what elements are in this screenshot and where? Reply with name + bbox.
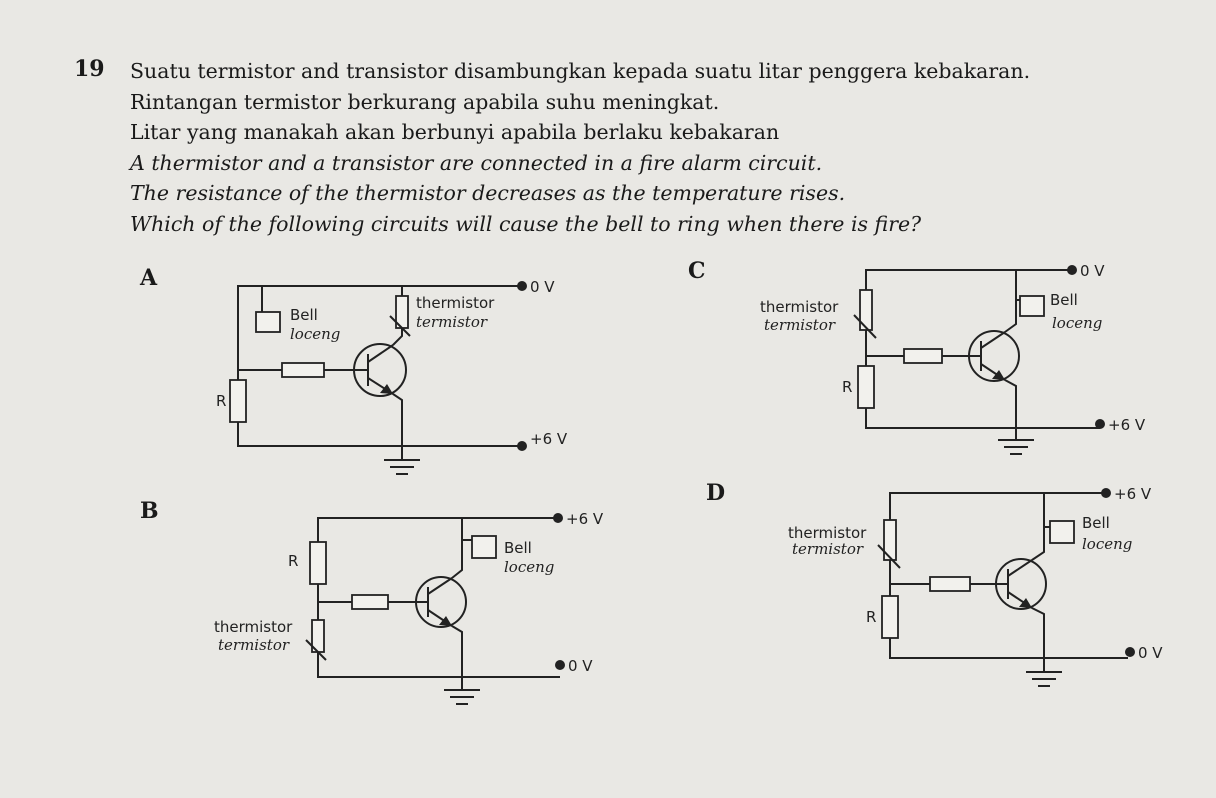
option-c-letter[interactable]: C <box>688 258 706 284</box>
circuit-c[interactable]: thermistor termistor R Bell loceng 0 V +… <box>760 262 1146 455</box>
resistor-r-icon <box>881 595 899 639</box>
terminal-dot <box>553 513 563 523</box>
option-a-letter[interactable]: A <box>140 265 158 291</box>
question-line-english-1: A thermistor and a transistor are connec… <box>130 150 823 175</box>
resistor-label: R <box>842 378 852 396</box>
bell-label-malay: loceng <box>290 325 340 343</box>
terminal-dot <box>517 441 527 451</box>
thermistor-label-malay: termistor <box>764 316 836 334</box>
ground-icon <box>998 439 1034 455</box>
thermistor-label-malay: termistor <box>416 313 488 331</box>
bell-label: Bell <box>1082 514 1110 532</box>
voltage-top-label: +6 V <box>566 510 604 528</box>
thermistor-label: thermistor <box>416 294 495 312</box>
question-line-english-3: Which of the following circuits will cau… <box>130 211 922 236</box>
voltage-bottom-label: +6 V <box>530 430 568 448</box>
bell-label-malay: loceng <box>1052 314 1102 332</box>
thermistor-icon <box>859 289 873 331</box>
voltage-top-label: 0 V <box>530 278 555 296</box>
terminal-dot <box>1095 419 1105 429</box>
voltage-bottom-label: 0 V <box>568 657 593 675</box>
ground-icon <box>444 689 480 705</box>
thermistor-label-malay: termistor <box>792 540 864 558</box>
bell-label-malay: loceng <box>504 558 554 576</box>
voltage-top-label: 0 V <box>1080 262 1105 280</box>
terminal-dot <box>555 660 565 670</box>
terminal-dot <box>1125 647 1135 657</box>
resistor-label: R <box>866 608 876 626</box>
question-text: Suatu termistor and transistor disambung… <box>130 56 1190 239</box>
ground-icon <box>1026 671 1062 687</box>
circuit-a[interactable]: R Bell loceng thermistor termistor 0 V +… <box>216 278 568 475</box>
bell-label-malay: loceng <box>1082 535 1132 553</box>
voltage-bottom-label: +6 V <box>1108 416 1146 434</box>
bell-icon <box>471 535 497 559</box>
question-line-malay-3: Litar yang manakah akan berbunyi apabila… <box>130 120 780 144</box>
option-d-letter[interactable]: D <box>706 480 726 506</box>
terminal-dot <box>1067 265 1077 275</box>
voltage-top-label: +6 V <box>1114 485 1152 503</box>
resistor-r-icon <box>309 541 327 585</box>
base-resistor-icon <box>903 348 943 364</box>
voltage-bottom-label: 0 V <box>1138 644 1163 662</box>
bell-icon <box>1019 295 1045 317</box>
thermistor-label: thermistor <box>788 524 867 542</box>
bell-icon <box>255 311 281 333</box>
base-resistor-icon <box>351 594 389 610</box>
option-b-letter[interactable]: B <box>140 498 159 524</box>
ground-icon <box>384 459 420 475</box>
thermistor-icon <box>883 519 897 561</box>
resistor-label: R <box>288 552 298 570</box>
bell-icon <box>1049 520 1075 544</box>
question-line-malay-2: Rintangan termistor berkurang apabila su… <box>130 89 720 114</box>
question-line-malay-1: Suatu termistor and transistor disambung… <box>130 59 1031 83</box>
resistor-r-icon <box>229 379 247 423</box>
question-number: 19 <box>74 56 105 82</box>
thermistor-label-malay: termistor <box>218 636 290 654</box>
thermistor-label: thermistor <box>214 618 293 636</box>
base-resistor-icon <box>929 576 971 592</box>
bell-label: Bell <box>1050 291 1078 309</box>
base-resistor-icon <box>281 362 325 378</box>
terminal-dot <box>517 281 527 291</box>
terminal-dot <box>1101 488 1111 498</box>
thermistor-label: thermistor <box>760 298 839 316</box>
circuit-d[interactable]: thermistor termistor R Bell loceng +6 V … <box>788 485 1163 687</box>
bell-label: Bell <box>504 539 532 557</box>
resistor-label: R <box>216 392 226 410</box>
resistor-r-icon <box>857 365 875 409</box>
bell-label: Bell <box>290 306 318 324</box>
circuit-b[interactable]: R Bell loceng thermistor termistor +6 V … <box>214 510 604 705</box>
question-line-english-2: The resistance of the thermistor decreas… <box>130 181 846 205</box>
